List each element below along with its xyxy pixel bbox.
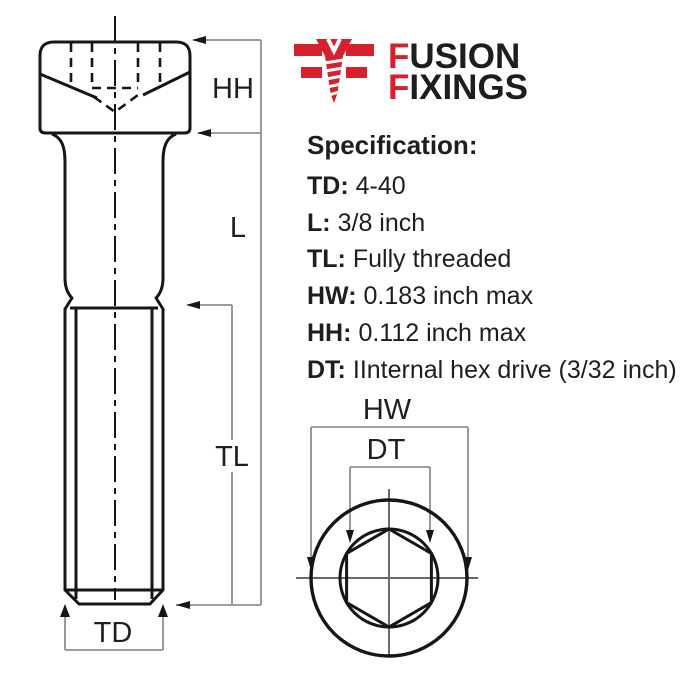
hw-label: HW bbox=[363, 394, 412, 426]
brand-line-2: FIXINGS bbox=[388, 70, 528, 105]
spec-label-tl: TL: bbox=[307, 245, 346, 274]
screw-side-view bbox=[38, 40, 192, 606]
spec-label-td: TD: bbox=[307, 172, 349, 200]
spec-value-dt: IInternal hex drive (3/32 inch) bbox=[352, 355, 677, 384]
brand-line1-initial: F bbox=[388, 37, 410, 76]
spec-value-td: 4-40 bbox=[355, 172, 406, 200]
spec-value-tl: Fully threaded bbox=[352, 245, 512, 274]
head-top-view bbox=[309, 498, 469, 658]
top-view-crosshair bbox=[296, 489, 478, 656]
spec-row-l: L:3/8 inch bbox=[307, 205, 677, 242]
brand-logo-icon bbox=[294, 38, 374, 103]
arrow-bottom bbox=[176, 601, 190, 609]
spec-label-hh: HH: bbox=[307, 318, 352, 347]
logo-screw-threads bbox=[323, 38, 345, 97]
dt-label: DT bbox=[367, 434, 406, 466]
hh-label: HH bbox=[212, 73, 254, 105]
l-label: L bbox=[230, 212, 246, 244]
spec-label-l: L: bbox=[307, 208, 331, 237]
brand-wordmark: FUSION FIXINGS bbox=[388, 39, 528, 105]
head-chamfer-left bbox=[39, 72, 98, 100]
hex-socket bbox=[345, 527, 433, 629]
spec-label-hw: HW: bbox=[307, 282, 357, 311]
tl-label: TL bbox=[215, 441, 249, 473]
arrow-dt-right bbox=[426, 530, 434, 543]
dimension-lines bbox=[64, 39, 469, 651]
arrow-hh-bottom bbox=[197, 129, 211, 137]
logo-right-f-top-bar bbox=[346, 44, 374, 56]
arrow-hh-top bbox=[192, 36, 206, 44]
spec-value-hw: 0.183 inch max bbox=[363, 282, 534, 311]
spec-label-dt: DT: bbox=[307, 355, 346, 384]
spec-row-tl: TL:Fully threaded bbox=[307, 241, 677, 278]
head-outer-circle bbox=[309, 498, 469, 658]
logo-right-f-mid-bar bbox=[346, 67, 367, 78]
arrow-td-left bbox=[60, 604, 70, 617]
dimension-labels: HH L TL TD HW DT bbox=[94, 73, 412, 649]
head-chamfer-right bbox=[142, 70, 191, 97]
specification-block: Specification: TD:4-40 L:3/8 inch TL:Ful… bbox=[307, 130, 677, 388]
brand-line-1: FUSION bbox=[388, 39, 528, 74]
spec-row-hh: HH:0.112 inch max bbox=[307, 315, 677, 352]
brand-line2-initial: F bbox=[388, 68, 410, 107]
spec-row-dt: DT:IInternal hex drive (3/32 inch) bbox=[307, 352, 677, 389]
screw-shank-outline bbox=[51, 132, 177, 606]
spec-value-hh: 0.112 inch max bbox=[358, 318, 527, 347]
hex-socket-hidden-lines bbox=[69, 43, 162, 114]
brand-line1-rest: USION bbox=[409, 37, 521, 76]
spec-row-td: TD:4-40 bbox=[307, 168, 677, 205]
arrow-dt-left bbox=[346, 530, 354, 543]
brand-line2-rest: IXINGS bbox=[409, 68, 529, 107]
td-label: TD bbox=[94, 617, 133, 649]
spec-row-hw: HW:0.183 inch max bbox=[307, 278, 677, 315]
arrow-tl-top bbox=[186, 301, 200, 309]
logo-left-f-top-bar bbox=[294, 44, 322, 56]
logo-left-f-mid-bar bbox=[301, 67, 322, 78]
specification-heading: Specification: bbox=[307, 130, 478, 160]
screw-head-outline bbox=[38, 40, 192, 135]
arrow-td-right bbox=[158, 604, 168, 617]
spec-value-l: 3/8 inch bbox=[337, 208, 426, 237]
drill-point-hidden-line bbox=[93, 93, 139, 114]
